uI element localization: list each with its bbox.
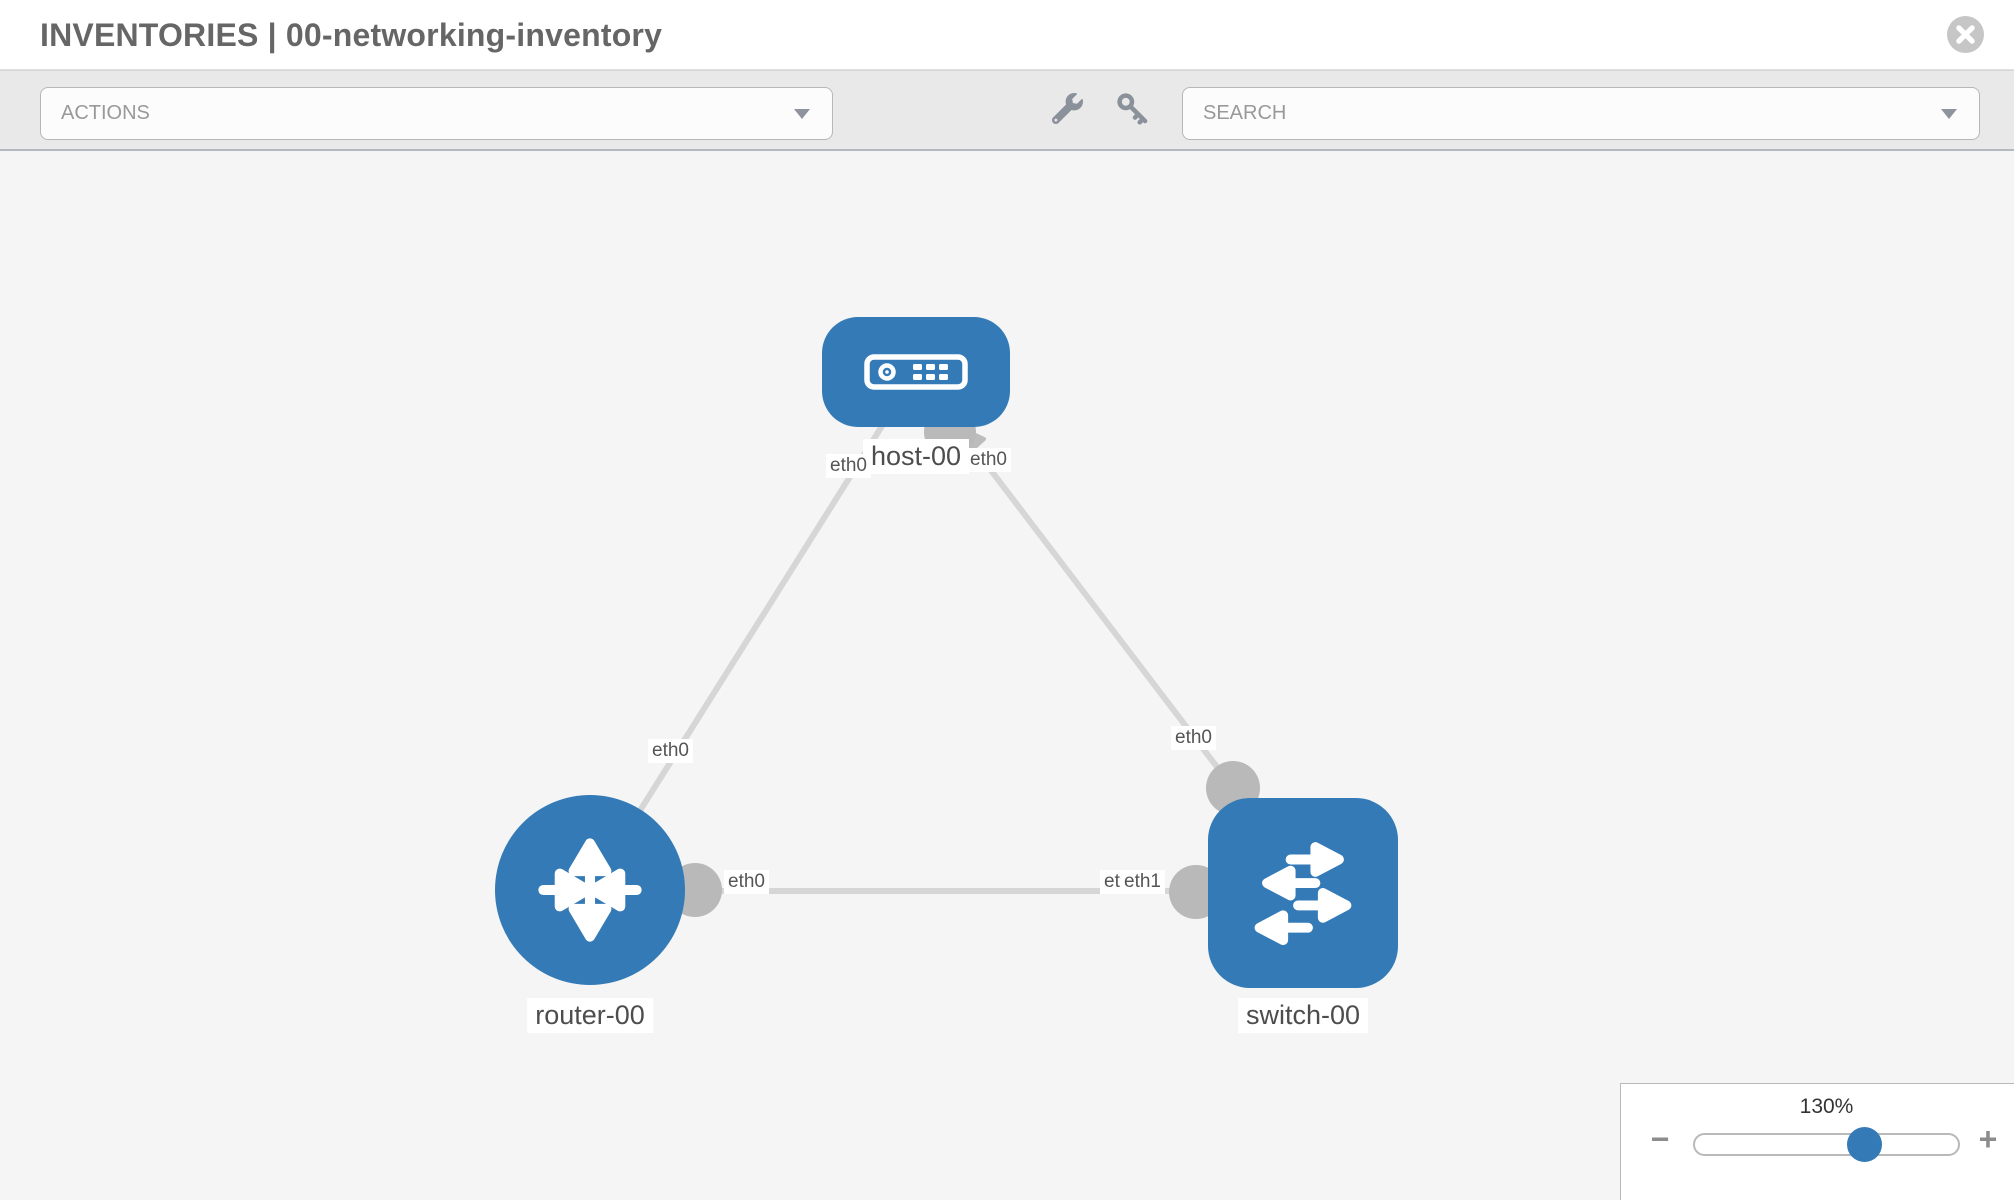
zoom-level-label: 130% [1799, 1095, 1854, 1118]
page-header: INVENTORIES | 00-networking-inventory [0, 0, 2014, 70]
interface-label-router-right: eth0 [724, 870, 769, 894]
links-layer [587, 370, 1303, 919]
zoom-out-button[interactable]: − [1650, 1121, 1670, 1157]
close-icon [1956, 25, 1975, 44]
interface-label-host-left: eth0 [826, 454, 871, 478]
topology-canvas[interactable]: host-00 router-00 switch-00 eth0 eth0 et… [0, 151, 2014, 1200]
interface-label-switch-left-front: eth1 [1120, 870, 1165, 894]
host-icon [864, 354, 968, 390]
interface-label-router-top: eth0 [648, 739, 693, 763]
actions-dropdown-label: ACTIONS [61, 102, 150, 124]
switch-icon [1254, 842, 1352, 946]
chevron-down-icon [1941, 108, 1957, 119]
zoom-slider-track[interactable] [1693, 1133, 1960, 1156]
key-button[interactable] [1114, 90, 1150, 126]
close-button[interactable] [1947, 16, 1984, 53]
node-label-host: host-00 [862, 439, 970, 474]
zoom-control: 130% − + [1620, 1083, 2014, 1200]
wrench-button[interactable] [1049, 90, 1085, 126]
search-dropdown[interactable]: SEARCH [1182, 87, 1980, 140]
zoom-in-button[interactable]: + [1978, 1121, 1998, 1157]
wrench-icon [1051, 92, 1083, 124]
node-switch-00[interactable] [1208, 798, 1398, 988]
node-label-router: router-00 [527, 998, 653, 1033]
key-icon [1116, 92, 1147, 125]
page-title: INVENTORIES | 00-networking-inventory [40, 17, 663, 53]
chevron-down-icon [794, 108, 810, 119]
search-dropdown-label: SEARCH [1203, 102, 1287, 124]
interface-label-switch-top: eth0 [1171, 726, 1216, 750]
zoom-slider-thumb[interactable] [1847, 1127, 1882, 1162]
toolbar: ACTIONS SEARCH [0, 70, 2014, 151]
node-label-switch: switch-00 [1237, 998, 1369, 1033]
node-host-00[interactable] [822, 317, 1010, 427]
actions-dropdown[interactable]: ACTIONS [40, 87, 833, 140]
router-icon [538, 838, 642, 942]
interface-label-host-right: eth0 [966, 448, 1011, 472]
node-router-00[interactable] [495, 795, 685, 985]
